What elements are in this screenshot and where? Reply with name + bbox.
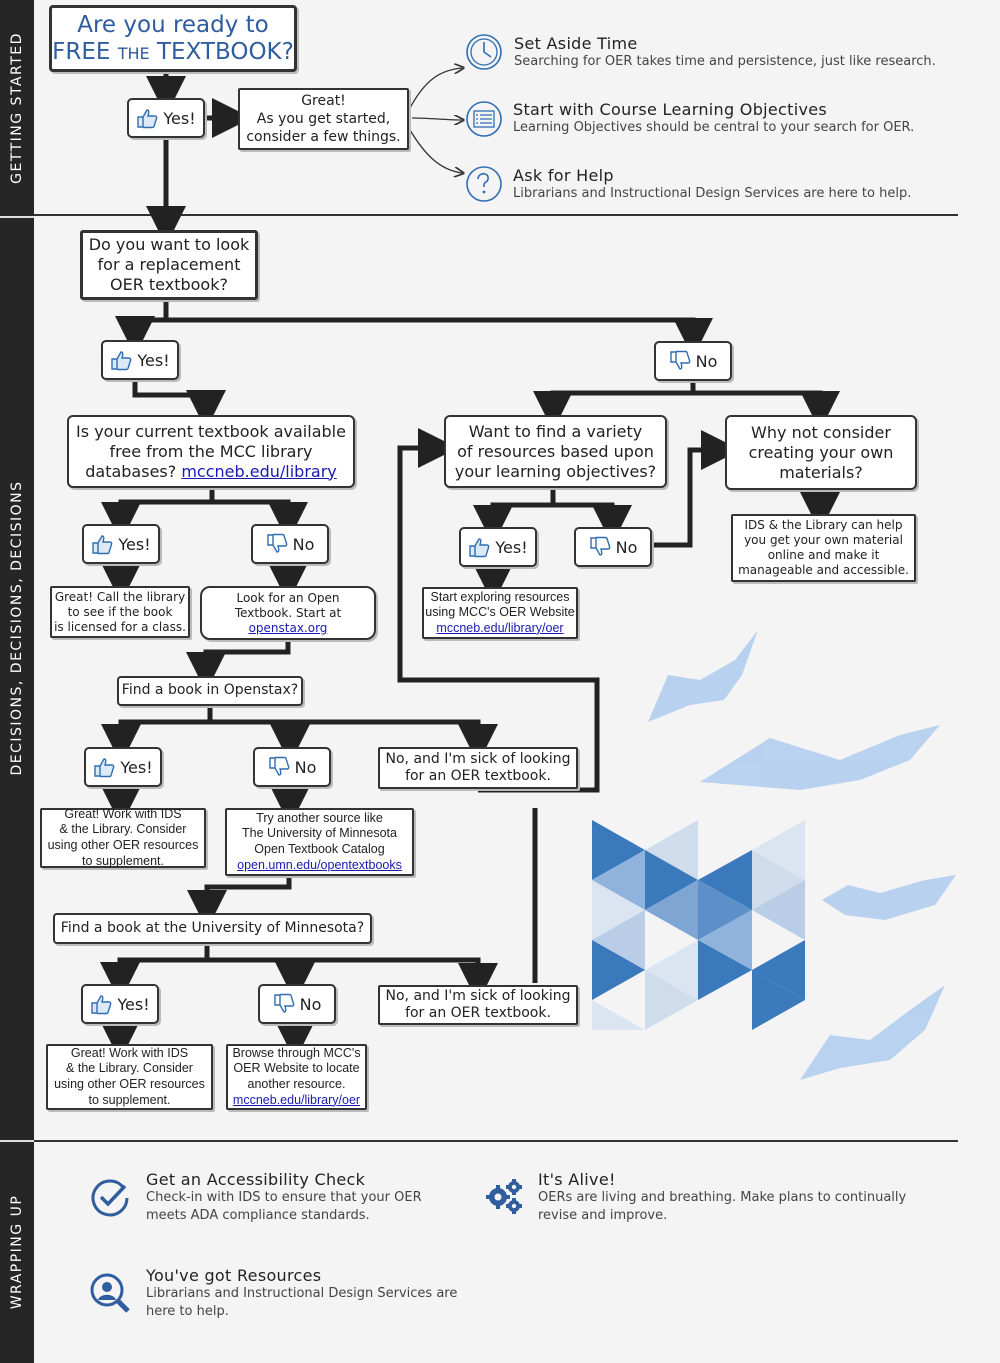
question-icon (466, 166, 502, 202)
library-link[interactable]: mccneb.edu/library (181, 461, 337, 481)
openstax-note-box: Look for an Open Textbook. Start at open… (200, 586, 376, 640)
checklist-icon (466, 101, 502, 137)
yes-variety-button[interactable]: Yes! (459, 527, 537, 567)
wrap-accessibility-check: Get an Accessibility Check Check-in with… (146, 1170, 422, 1223)
thumbs-up-icon (111, 351, 132, 371)
no-replacement-button[interactable]: No (654, 341, 732, 381)
thumbs-up-icon (94, 758, 115, 778)
thumbs-up-icon (137, 109, 158, 129)
yes-available-button[interactable]: Yes! (82, 524, 160, 564)
no-umn-button[interactable]: No (258, 984, 336, 1024)
tip-learning-objectives: Start with Course Learning Objectives Le… (513, 100, 915, 135)
openstax-link[interactable]: openstax.org (248, 620, 328, 635)
question-textbook-available: Is your current textbook available free … (67, 415, 355, 488)
section-divider (34, 1140, 958, 1142)
thumbs-up-icon (91, 995, 112, 1015)
thumbs-down-icon (669, 350, 690, 370)
title-line-2: FREE THE TEXTBOOK? (52, 38, 294, 65)
question-umn: Find a book at the University of Minneso… (53, 913, 372, 944)
no-variety-button[interactable]: No (574, 527, 652, 567)
tip-set-aside-time: Set Aside Time Searching for OER takes t… (514, 34, 936, 69)
thumbs-down-icon (273, 993, 294, 1013)
question-create-materials: Why not consider creating your own mater… (725, 415, 917, 490)
sick-of-looking-umn[interactable]: No, and I'm sick of looking for an OER t… (378, 985, 578, 1025)
sidebar-divider (0, 216, 34, 218)
try-umn-box: Try another source like The University o… (225, 808, 414, 876)
mcc-oer-link[interactable]: mccneb.edu/library/oer (232, 1092, 361, 1107)
question-variety-resources: Want to find a variety of resources base… (444, 415, 667, 488)
title-line-1: Are you ready to (77, 12, 269, 39)
great-get-started-box: Great! As you get started, consider a fe… (238, 88, 409, 150)
work-with-ids-box: Great! Work with IDS & the Library. Cons… (40, 807, 206, 868)
yes-umn-button[interactable]: Yes! (81, 984, 159, 1024)
no-openstax-button[interactable]: No (253, 747, 331, 787)
question-openstax: Find a book in Openstax? (117, 676, 303, 706)
triangle-mosaic (592, 820, 805, 1030)
thumbs-up-icon (92, 535, 113, 555)
question-replacement-textbook: Do you want to look for a replacement OE… (80, 230, 258, 300)
thumbs-down-icon (589, 536, 610, 556)
section-divider (34, 214, 958, 216)
no-available-button[interactable]: No (251, 524, 329, 564)
yes-openstax-button[interactable]: Yes! (84, 747, 162, 787)
title-box: Are you ready to FREE THE TEXTBOOK? (49, 5, 297, 72)
work-with-ids-box: Great! Work with IDS & the Library. Cons… (46, 1044, 213, 1110)
thumbs-down-icon (268, 756, 289, 776)
thumbs-up-icon (469, 538, 490, 558)
tip-ask-for-help: Ask for Help Librarians and Instructiona… (513, 166, 912, 201)
ids-help-box: IDS & the Library can help you get your … (731, 514, 916, 582)
browse-mcc-box: Browse through MCC's OER Website to loca… (226, 1044, 367, 1110)
clock-icon (466, 34, 502, 70)
yes-ready-button[interactable]: Yes! (127, 98, 205, 138)
sidebar-divider (0, 1140, 34, 1142)
gears-icon (486, 1179, 522, 1214)
wrap-resources: You've got Resources Librarians and Inst… (146, 1266, 458, 1319)
explore-resources-box: Start exploring resources using MCC's OE… (422, 587, 578, 639)
check-circle-icon (91, 1179, 129, 1217)
search-person-icon (90, 1273, 130, 1313)
sick-of-looking-openstax[interactable]: No, and I'm sick of looking for an OER t… (378, 747, 578, 789)
call-library-box: Great! Call the library to see if the bo… (50, 586, 190, 638)
section-sidebar (0, 0, 34, 1363)
thumbs-down-icon (266, 533, 287, 553)
mcc-oer-link[interactable]: mccneb.edu/library/oer (436, 620, 564, 635)
wrap-its-alive: It's Alive! OERs are living and breathin… (538, 1170, 907, 1223)
yes-replacement-button[interactable]: Yes! (101, 340, 179, 380)
umn-link[interactable]: open.umn.edu/opentextbooks (237, 857, 402, 872)
